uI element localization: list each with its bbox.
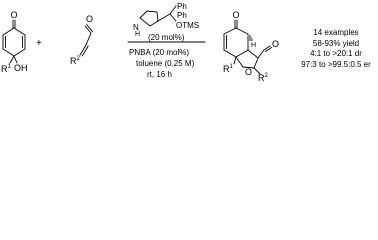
product-structure	[223, 19, 272, 75]
reactant1-carbonyl-o: O	[11, 10, 18, 20]
reactant1-structure	[2, 19, 26, 64]
catalyst-h: H	[135, 31, 140, 38]
results-summary: 14 examples 58-93% yield 4:1 to >20:1 dr…	[294, 28, 378, 70]
reactant2-structure	[79, 24, 94, 57]
ring-fusion-hash	[249, 35, 253, 41]
temperature-time-label: rt, 16 h	[147, 70, 172, 79]
reactant2-carbonyl-o: O	[86, 14, 93, 24]
plus-sign: +	[36, 38, 42, 49]
reactant1-oh: OH	[14, 63, 28, 73]
catalyst-n: N	[133, 23, 139, 32]
catalyst-structure	[139, 5, 177, 27]
catalyst-otms: OTMS	[176, 21, 199, 30]
reactant1-r1: R1	[1, 64, 12, 74]
reaction-scheme: O R1 OH + O R2 N H Ph Ph OTMS (20 mol%) …	[0, 0, 378, 96]
product-ring-o: O	[245, 67, 252, 77]
catalyst-loading: (20 mol%)	[148, 33, 185, 42]
product-r2: R2	[258, 73, 269, 83]
additive-label: PNBA (20 mol%)	[129, 48, 189, 57]
product-r1: R1	[223, 64, 234, 74]
summary-dr: 4:1 to >20:1 dr	[310, 49, 362, 58]
summary-er: 97:3 to >99.5:0.5 er	[301, 59, 371, 69]
product-ketone-o: O	[233, 10, 240, 20]
summary-examples: 14 examples	[313, 28, 359, 37]
reactant2-r2: R2	[70, 56, 81, 66]
catalyst-ph-2: Ph	[177, 11, 187, 20]
product-h: H	[251, 42, 256, 49]
catalyst-ph-1: Ph	[177, 2, 187, 11]
solvent-label: toluene (0.25 M)	[136, 59, 195, 68]
product-aldehyde-o: O	[272, 39, 279, 49]
summary-yield: 58-93% yield	[312, 38, 360, 48]
